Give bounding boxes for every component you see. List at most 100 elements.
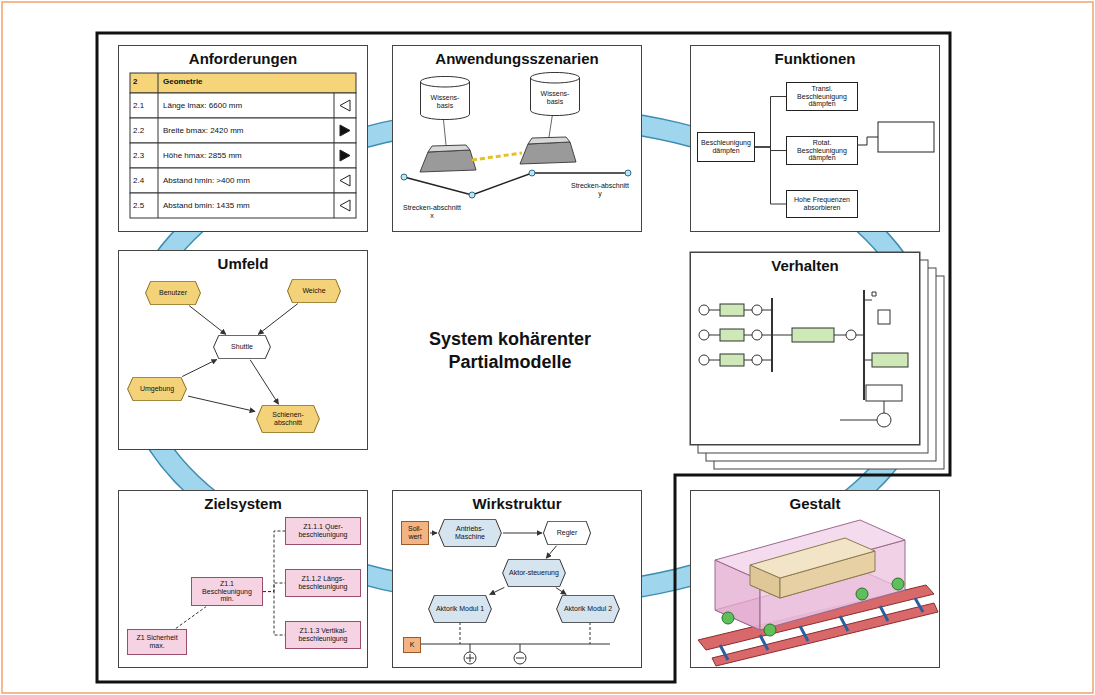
system-element: Antriebs-Maschine — [438, 519, 502, 547]
table-cell: Höhe hmax: 2855 mm — [163, 152, 333, 161]
connector — [176, 607, 206, 629]
table-cell: 2.5 — [133, 202, 157, 211]
panel-title: Anforderungen — [119, 46, 367, 67]
table-cell: Abstand bmin: 1435 mm — [163, 202, 333, 211]
node-text: Wissens-basis — [427, 94, 463, 109]
connector — [258, 304, 298, 335]
table-cell: Geometrie — [163, 78, 333, 87]
panel-title: Funktionen — [691, 46, 939, 67]
hexagon-fill — [128, 377, 187, 401]
system-element: Shuttle — [213, 335, 271, 359]
connector — [430, 533, 437, 534]
cylinder-body — [531, 72, 580, 115]
table-cell: 2.1 — [133, 102, 157, 111]
node-text: min. — [220, 595, 233, 603]
connector — [503, 533, 542, 534]
model-panel: Verhalten — [690, 252, 920, 445]
node-text: Aktorik Modul 2 — [564, 605, 612, 613]
system-element: Aktor-steuerung — [502, 559, 566, 587]
table-cell: 2 — [133, 78, 157, 87]
panel-title: Gestalt — [691, 491, 939, 512]
node-text: Soll-wert — [405, 525, 425, 540]
connector — [250, 360, 278, 404]
node-text: Hohe Frequenzen absorbieren — [790, 196, 854, 211]
signal-box: K — [403, 637, 421, 653]
connector — [188, 396, 255, 411]
panel-title: Umfeld — [119, 251, 367, 272]
node-text: Antriebs-Maschine — [445, 525, 495, 540]
goal-box: Z1.1.1 Quer-beschleunigung — [285, 517, 361, 545]
track-label: Strecken-abschnitt x — [403, 204, 461, 219]
connector — [755, 147, 786, 204]
system-element: Umgebung — [127, 377, 187, 401]
center-caption: System kohärenter Partialmodelle — [395, 328, 625, 373]
function-box: Transl. Beschleunigung dämpfen — [786, 82, 858, 111]
knowledge-base: Wissens-basis — [530, 72, 580, 116]
goal-box: Z1.1.2 Längs-beschleunigung — [285, 569, 361, 597]
node-text: max. — [149, 642, 164, 650]
panel-title: Wirkstruktur — [393, 491, 641, 512]
node-text: Z1.1.1 Quer-beschleunigung — [289, 523, 357, 538]
table-cell: 2.4 — [133, 177, 157, 186]
connector — [263, 592, 285, 635]
hexagon-fill — [214, 335, 271, 359]
hexagon-fill — [146, 281, 201, 305]
goal-box: Z1.1.3 Vertikal-beschleunigung — [285, 621, 361, 649]
connector — [182, 359, 217, 376]
function-box: Rotat. Beschleunigung dämpfen — [786, 136, 858, 165]
system-element: Aktorik Modul 2 — [556, 595, 620, 623]
node-text: Regler — [557, 529, 578, 537]
connector — [263, 583, 285, 592]
system-element: Aktorik Modul 1 — [428, 595, 492, 623]
function-box: Beschleunigung dämpfen — [697, 132, 755, 162]
table-cell: Länge lmax: 6600 mm — [163, 102, 333, 111]
model-panel: Gestalt — [690, 490, 940, 668]
connector — [263, 531, 285, 592]
panel-title: Anwendungsszenarien — [393, 46, 641, 67]
table-cell: 2.3 — [133, 152, 157, 161]
node-text: K — [410, 641, 415, 649]
track-label: Strecken-abschnitt y — [569, 182, 631, 197]
hexagon-fill — [543, 521, 590, 545]
model-panel: FunktionenBeschleunigung dämpfen Transl. … — [690, 45, 940, 232]
hexagon-fill — [288, 279, 341, 303]
hexagon-fill — [429, 595, 492, 622]
node-text: Umgebung — [140, 385, 174, 393]
goal-box: Z1 Sicherheitmax. — [127, 629, 187, 655]
system-element: Regler — [543, 521, 591, 545]
system-element: Benutzer — [145, 281, 201, 305]
node-text: Z1.1 Beschleunigung — [195, 580, 259, 595]
model-panel: AnwendungsszenarienWissens-basis Wissens-… — [392, 45, 642, 232]
connector — [546, 546, 556, 558]
node-text: Aktorik Modul 1 — [436, 605, 484, 613]
node-text: Z1 Sicherheit — [136, 634, 177, 642]
model-panel: WirkstrukturSoll-wert Antriebs-Maschine Re… — [392, 490, 642, 668]
system-element: Weiche — [287, 279, 341, 303]
node-text: Transl. Beschleunigung dämpfen — [790, 85, 854, 108]
model-panel: ZielsystemZ1 Sicherheitmax.Z1.1 Beschleu… — [118, 490, 368, 668]
table-cell: 2.2 — [133, 127, 157, 136]
node-text: Wissens-basis — [537, 90, 573, 105]
node-text: Benutzer — [159, 289, 187, 297]
panel-title: Zielsystem — [119, 491, 367, 512]
model-panel: Anforderungen 2 Geometrie 2.1 Länge lmax: 66… — [118, 45, 368, 232]
hexagon-fill — [557, 595, 620, 622]
node-text: Z1.1.3 Vertikal-beschleunigung — [289, 627, 357, 642]
hexagon-fill — [439, 519, 502, 546]
node-text: Schienen-abschnitt — [263, 411, 313, 426]
system-element: Schienen-abschnitt — [256, 405, 320, 433]
function-box: Hohe Frequenzen absorbieren — [786, 190, 858, 218]
node-text: Aktor-steuerung — [509, 569, 559, 577]
table-cell: Breite bmax: 2420 mm — [163, 127, 333, 136]
cylinder-body — [421, 76, 470, 119]
cylinder-rim — [421, 82, 470, 87]
hexagon-fill — [503, 559, 566, 586]
node-text: Beschleunigung dämpfen — [701, 139, 751, 154]
table-cell: Abstand hmin: >400 mm — [163, 177, 333, 186]
knowledge-base: Wissens-basis — [420, 76, 470, 120]
node-text: Rotat. Beschleunigung dämpfen — [790, 139, 854, 162]
connector — [556, 588, 566, 595]
cylinder-rim — [531, 78, 580, 83]
goal-box: Z1.1 Beschleunigungmin. — [191, 577, 263, 606]
